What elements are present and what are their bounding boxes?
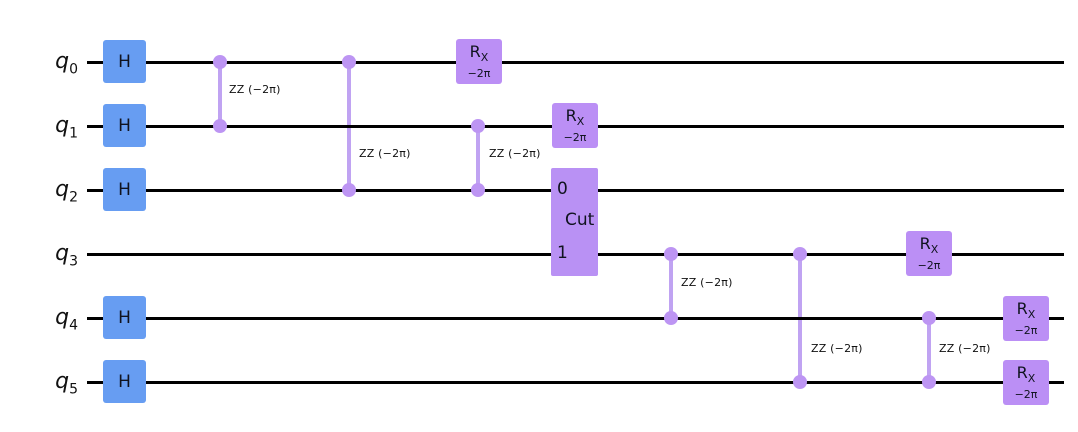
h-gate-q4: H	[103, 296, 146, 339]
rx-gate-name: RX	[919, 234, 939, 257]
rx-gate-name: RX	[565, 106, 585, 129]
zz-dot-q2	[342, 183, 356, 197]
zz-gate-label: ZZ (−2π)	[359, 147, 411, 160]
qubit-label-q0: q0	[55, 49, 78, 78]
zz-gate-label: ZZ (−2π)	[489, 147, 541, 160]
zz-connector-q3-q4	[669, 254, 673, 318]
zz-dot-q3	[664, 247, 678, 261]
wire-q0	[87, 61, 1064, 64]
h-gate-q0: H	[103, 40, 146, 83]
qubit-label-q4: q4	[55, 305, 78, 334]
cut-port-0: 0	[557, 179, 568, 199]
rx-gate-param: −2π	[1014, 323, 1038, 337]
zz-dot-q0	[342, 55, 356, 69]
h-gate-q1: H	[103, 104, 146, 147]
qubit-label-q2: q2	[55, 177, 78, 206]
zz-dot-q1	[471, 119, 485, 133]
zz-dot-q5	[793, 375, 807, 389]
rx-gate-q1: RX −2π	[552, 103, 598, 148]
cut-label: Cut	[565, 210, 595, 230]
zz-gate-label: ZZ (−2π)	[939, 342, 991, 355]
zz-dot-q3	[793, 247, 807, 261]
zz-gate-label: ZZ (−2π)	[811, 342, 863, 355]
cut-box-q2-q3: 0 Cut 1	[551, 168, 598, 276]
rx-gate-q0: RX −2π	[456, 39, 502, 84]
rx-gate-param: −2π	[1014, 387, 1038, 401]
rx-gate-param: −2π	[563, 130, 587, 144]
rx-gate-param: −2π	[467, 66, 491, 80]
rx-gate-q4: RX −2π	[1003, 296, 1049, 341]
rx-gate-name: RX	[1016, 299, 1036, 322]
rx-gate-q5: RX −2π	[1003, 360, 1049, 405]
rx-gate-name: RX	[469, 42, 489, 65]
rx-gate-param: −2π	[917, 258, 941, 272]
h-gate-q2: H	[103, 168, 146, 211]
zz-connector-q4-q5	[927, 318, 931, 382]
zz-dot-q5	[922, 375, 936, 389]
wire-q5	[87, 381, 1064, 384]
zz-connector-q1-q2	[476, 126, 480, 190]
rx-gate-q3: RX −2π	[906, 231, 952, 276]
zz-dot-q2	[471, 183, 485, 197]
wire-q4	[87, 317, 1064, 320]
zz-connector-q0-q1	[218, 62, 222, 126]
rx-gate-name: RX	[1016, 363, 1036, 386]
zz-dot-q4	[664, 311, 678, 325]
zz-gate-label: ZZ (−2π)	[681, 276, 733, 289]
cut-port-1: 1	[557, 243, 568, 263]
qubit-label-q5: q5	[55, 369, 78, 398]
zz-dot-q0	[213, 55, 227, 69]
zz-dot-q1	[213, 119, 227, 133]
zz-gate-label: ZZ (−2π)	[229, 83, 281, 96]
h-gate-q5: H	[103, 360, 146, 403]
zz-dot-q4	[922, 311, 936, 325]
qubit-label-q3: q3	[55, 241, 78, 270]
qubit-label-q1: q1	[55, 113, 78, 142]
